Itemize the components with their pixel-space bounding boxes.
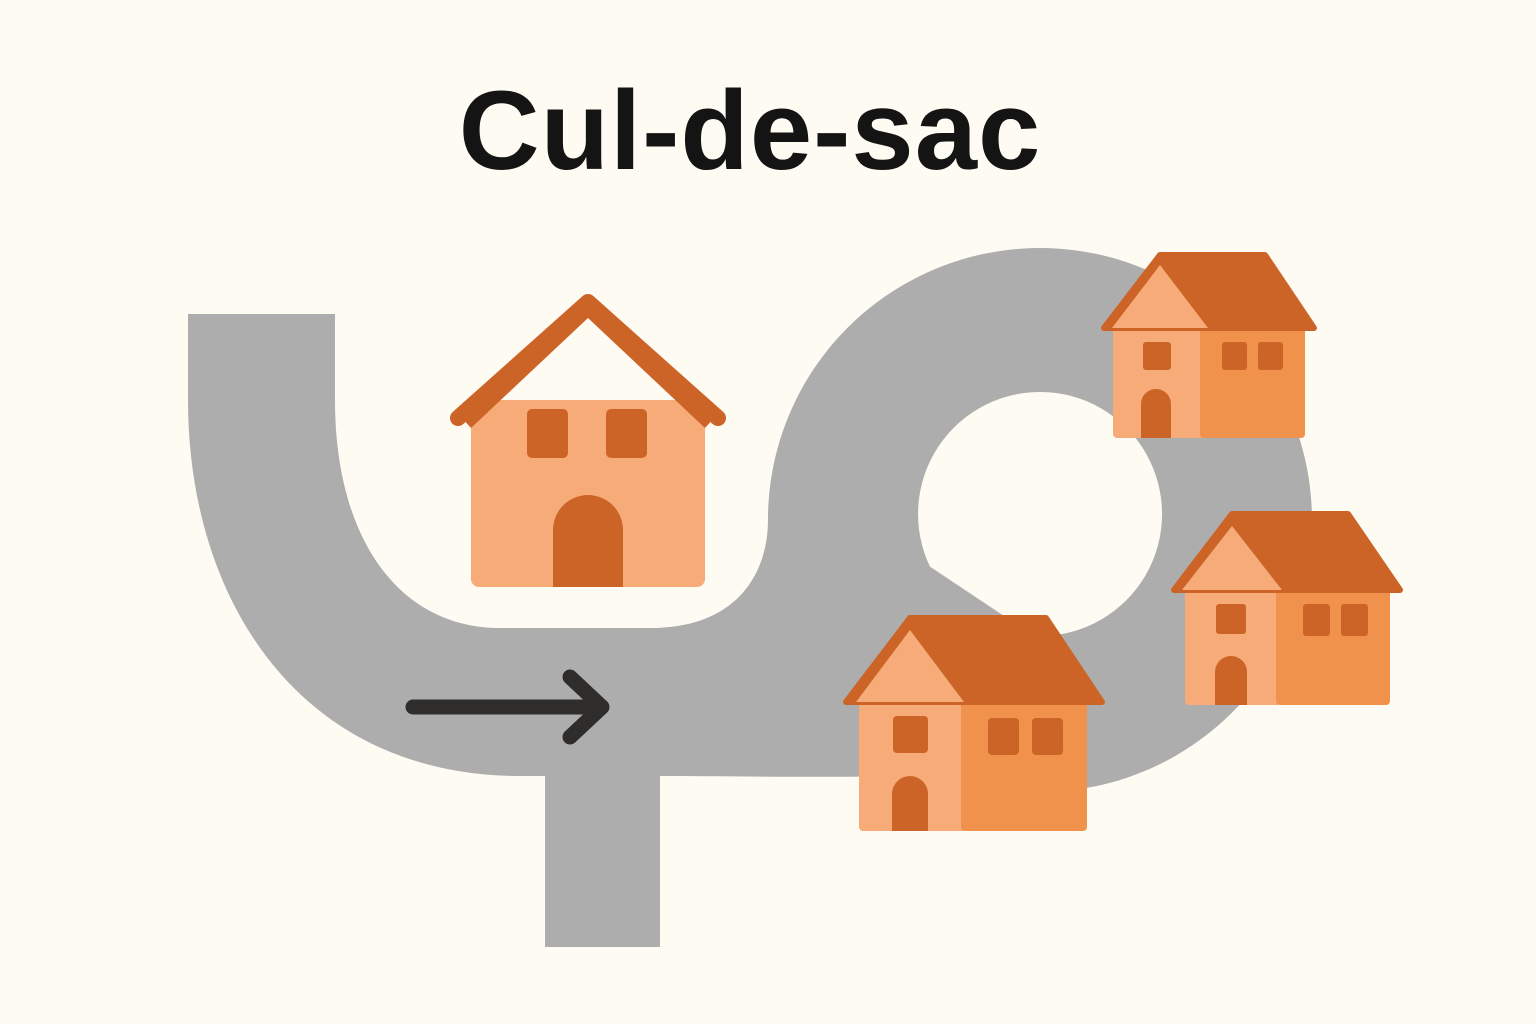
house-icon: [1171, 511, 1403, 705]
house-icon: [1101, 252, 1317, 438]
road-main: [188, 314, 1040, 947]
arrow-right-icon: [405, 669, 610, 745]
page-title: Cul-de-sac: [458, 68, 1042, 193]
house-icon: [450, 294, 726, 587]
house-icon: [843, 615, 1105, 831]
